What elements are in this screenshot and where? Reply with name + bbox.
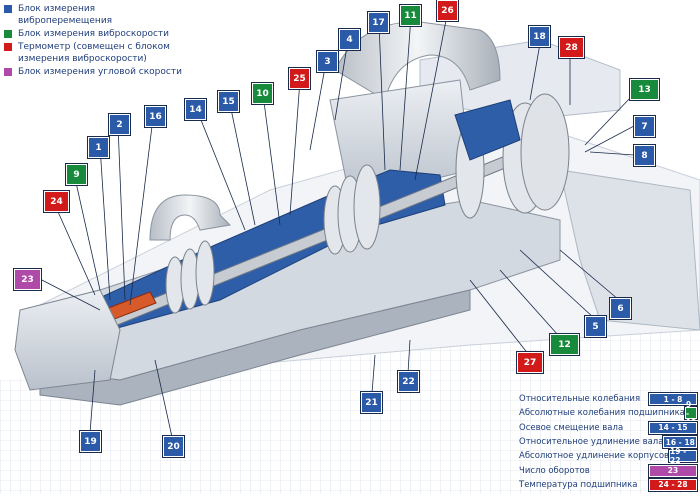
- summary-label: Относительные колебания: [519, 394, 641, 405]
- callout-badge: 11: [400, 5, 421, 26]
- summary-label: Абсолютные колебания подшипника: [519, 408, 685, 419]
- legend-item: Блок измерения виброскорости: [4, 28, 188, 40]
- legend: Блок измерения виброперемещения Блок изм…: [4, 3, 188, 79]
- summary-label: Температура подшипника: [519, 479, 638, 490]
- summary-code: 9 - 13: [684, 400, 698, 427]
- summary-code: 23: [649, 464, 697, 477]
- summary-row: Число оборотов 23: [519, 463, 697, 477]
- callout-badge: 20: [163, 436, 184, 457]
- callout-badge: 9: [66, 164, 87, 185]
- summary-row: Абсолютные колебания подшипника 9 - 13: [519, 400, 698, 427]
- legend-swatch-purple: [4, 68, 12, 76]
- callout-badge: 2: [109, 114, 130, 135]
- summary-code: 19 - 22: [669, 447, 697, 465]
- callout-badge: 8: [634, 145, 655, 166]
- summary-row: Осевое смещение вала 14 - 15: [519, 421, 697, 435]
- legend-swatch-red: [4, 43, 12, 51]
- legend-label: Блок измерения угловой скорости: [18, 67, 182, 77]
- summary-row: Относительное удлинение вала 16 - 18: [519, 435, 697, 449]
- legend-swatch-blue: [4, 5, 12, 13]
- callout-badge: 23: [14, 269, 41, 290]
- callout-badge: 18: [529, 26, 550, 47]
- summary-label: Осевое смещение вала: [519, 422, 624, 433]
- steam-pipe: [149, 194, 232, 241]
- legend-swatch-green: [4, 30, 12, 38]
- right-platform: [559, 169, 700, 331]
- legend-label: Термометр (совмещен с блоком измерения в…: [18, 42, 170, 64]
- callout-badge: 1: [88, 137, 109, 158]
- callout-badge: 26: [437, 0, 458, 21]
- callout-badge: 3: [317, 51, 338, 72]
- callout-badge: 17: [368, 12, 389, 33]
- summary-code: 14 - 15: [649, 421, 697, 434]
- callout-badge: 12: [550, 334, 579, 355]
- callout-badge: 24: [44, 191, 69, 212]
- callout-badge: 15: [218, 91, 239, 112]
- summary-row: Абсолютное удлинение корпусов 19 - 22: [519, 447, 697, 465]
- rear-bearing: [454, 99, 521, 161]
- callout-badge: 16: [145, 106, 166, 127]
- callout-badge: 5: [585, 316, 606, 337]
- legend-item: Термометр (совмещен с блоком измерения в…: [4, 41, 188, 65]
- callout-badge: 7: [634, 116, 655, 137]
- summary-row: Температура подшипника 24 - 28: [519, 478, 697, 492]
- callout-badge: 22: [398, 371, 419, 392]
- front-pedestal: [14, 289, 121, 391]
- summary-label: Относительное удлинение вала: [519, 437, 664, 448]
- leader-lines: [37, 9, 635, 438]
- legend-label: Блок измерения виброскорости: [18, 29, 170, 39]
- callout-badge: 13: [630, 79, 659, 100]
- summary-code: 1 - 8: [649, 393, 697, 406]
- callout-badge: 28: [559, 37, 584, 58]
- bed-front: [39, 289, 471, 406]
- summary-code: 24 - 28: [649, 478, 697, 491]
- legend-item: Блок измерения виброперемещения: [4, 3, 188, 27]
- summary-label: Абсолютное удлинение корпусов: [519, 451, 670, 462]
- callout-badge: 19: [80, 431, 101, 452]
- callout-badge: 25: [289, 68, 310, 89]
- callout-badge: 4: [339, 29, 360, 50]
- callout-badge: 10: [252, 83, 273, 104]
- legend-label: Блок измерения виброперемещения: [18, 4, 113, 26]
- summary-code: 16 - 18: [663, 436, 697, 449]
- callout-badge: 6: [610, 298, 631, 319]
- summary-row: Относительные колебания 1 - 8: [519, 392, 697, 406]
- summary-label: Число оборотов: [519, 465, 590, 476]
- callout-badge: 14: [185, 99, 206, 120]
- callout-badge: 21: [361, 392, 382, 413]
- legend-item: Блок измерения угловой скорости: [4, 66, 188, 78]
- measurement-summary: Относительные колебания 1 - 8 Абсолютные…: [519, 392, 698, 492]
- callout-badge: 27: [517, 352, 543, 373]
